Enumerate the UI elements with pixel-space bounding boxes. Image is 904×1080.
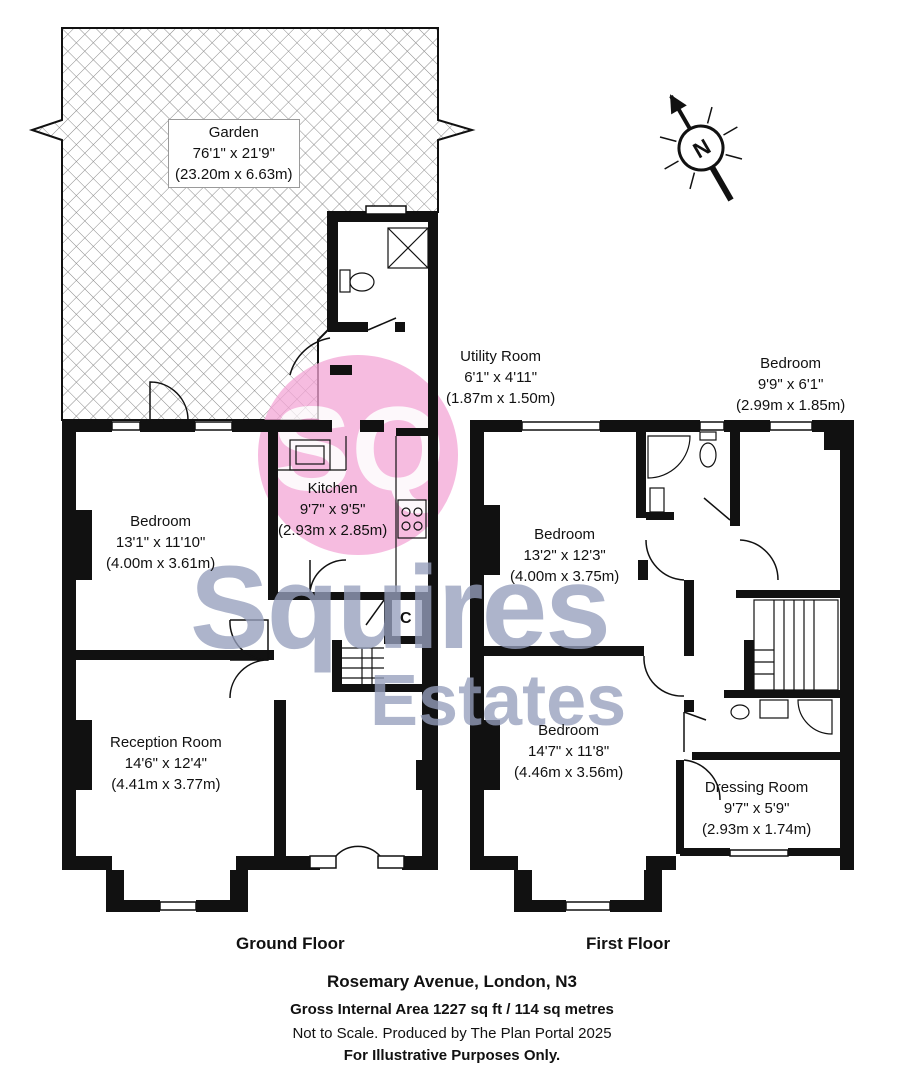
ground-floor-fixtures <box>278 227 429 592</box>
floor-title-ground: Ground Floor <box>236 934 345 953</box>
first-floor-stairs <box>753 599 839 691</box>
ground-floor-stairs <box>342 647 384 684</box>
watermark-text-line2: Estates <box>370 661 627 741</box>
room-dimension-imperial: 9'9" x 6'1" <box>757 376 824 393</box>
room-dimension-imperial: 6'1" x 4'11" <box>464 369 538 386</box>
compass-icon <box>659 94 743 202</box>
room-label-cupboard: C <box>400 610 412 627</box>
watermark-text-line1: Squires <box>190 542 611 674</box>
room-name: Dressing Room <box>704 779 809 796</box>
ground-floor-windows <box>111 205 407 911</box>
room-dimension-metric: (4.00m x 3.61m) <box>106 555 216 572</box>
room-dimension-imperial: 13'2" x 12'3" <box>523 547 606 564</box>
room-label-garden: Garden 76'1" x 21'9" (23.20m x 6.63m) <box>168 119 300 188</box>
ground-floor-doors <box>149 317 397 857</box>
room-label-back-bedroom: Bedroom 13'2" x 12'3" (4.00m x 3.75m) <box>510 524 619 587</box>
room-label-kitchen: Kitchen 9'7" x 9'5" (2.93m x 2.85m) <box>278 478 387 541</box>
room-dimension-imperial: 9'7" x 5'9" <box>723 800 790 817</box>
room-label-utility: Utility Room 6'1" x 4'11" (1.87m x 1.50m… <box>446 346 555 409</box>
room-dimension-imperial: 14'7" x 11'8" <box>528 743 610 760</box>
room-name: Utility Room <box>460 348 542 365</box>
room-dimension-imperial: 13'1" x 11'10" <box>115 534 206 551</box>
room-dimension-metric: (2.99m x 1.85m) <box>736 397 846 414</box>
room-name: Bedroom <box>534 526 596 543</box>
first-floor-walls <box>470 420 854 912</box>
room-dimension-imperial: 14'6" x 12'4" <box>124 755 207 772</box>
room-dimension-metric: (4.00m x 3.75m) <box>510 568 620 585</box>
room-dimension-imperial: 9'7" x 9'5" <box>299 501 366 518</box>
first-floor-doors <box>643 497 779 801</box>
room-dimension-metric: (2.93m x 1.74m) <box>702 821 812 838</box>
room-dimension-metric: (4.46m x 3.56m) <box>514 764 624 781</box>
room-label-reception: Reception Room 14'6" x 12'4" (4.41m x 3.… <box>110 732 222 795</box>
floor-title-first: First Floor <box>586 934 671 953</box>
first-floor-windows <box>521 421 813 911</box>
room-name: Bedroom <box>760 355 822 372</box>
gross-internal-area: Gross Internal Area 1227 sq ft / 114 sq … <box>290 1001 614 1018</box>
room-name: Bedroom <box>538 722 600 739</box>
room-label-small-bedroom: Bedroom 9'9" x 6'1" (2.99m x 1.85m) <box>736 353 845 416</box>
room-dimension-metric: (2.93m x 2.85m) <box>278 522 388 539</box>
room-label-dressing: Dressing Room 9'7" x 5'9" (2.93m x 1.74m… <box>702 777 811 840</box>
garden-area <box>28 27 476 421</box>
room-dimension-metric: (23.20m x 6.63m) <box>175 166 293 183</box>
room-name: Kitchen <box>307 480 358 497</box>
property-address: Rosemary Avenue, London, N3 <box>326 972 577 991</box>
room-dimension-imperial: 76'1" x 21'9" <box>192 145 275 162</box>
room-name: Garden <box>208 124 259 141</box>
first-floor-fixtures <box>647 431 833 735</box>
room-dimension-metric: (4.41m x 3.77m) <box>111 776 221 793</box>
room-name: Reception Room <box>110 734 222 751</box>
watermark-logo: SQ <box>258 355 458 555</box>
room-name: Bedroom <box>130 513 192 530</box>
scale-note: Not to Scale. Produced by The Plan Porta… <box>292 1025 612 1042</box>
room-dimension-metric: (1.87m x 1.50m) <box>446 390 556 407</box>
ground-floor-walls <box>62 212 438 912</box>
disclaimer: For Illustrative Purposes Only. <box>343 1047 561 1064</box>
room-label-front-bedroom: Bedroom 14'7" x 11'8" (4.46m x 3.56m) <box>514 720 623 783</box>
room-label-ground-bedroom: Bedroom 13'1" x 11'10" (4.00m x 3.61m) <box>106 511 215 574</box>
svg-text:SQ: SQ <box>271 382 444 516</box>
